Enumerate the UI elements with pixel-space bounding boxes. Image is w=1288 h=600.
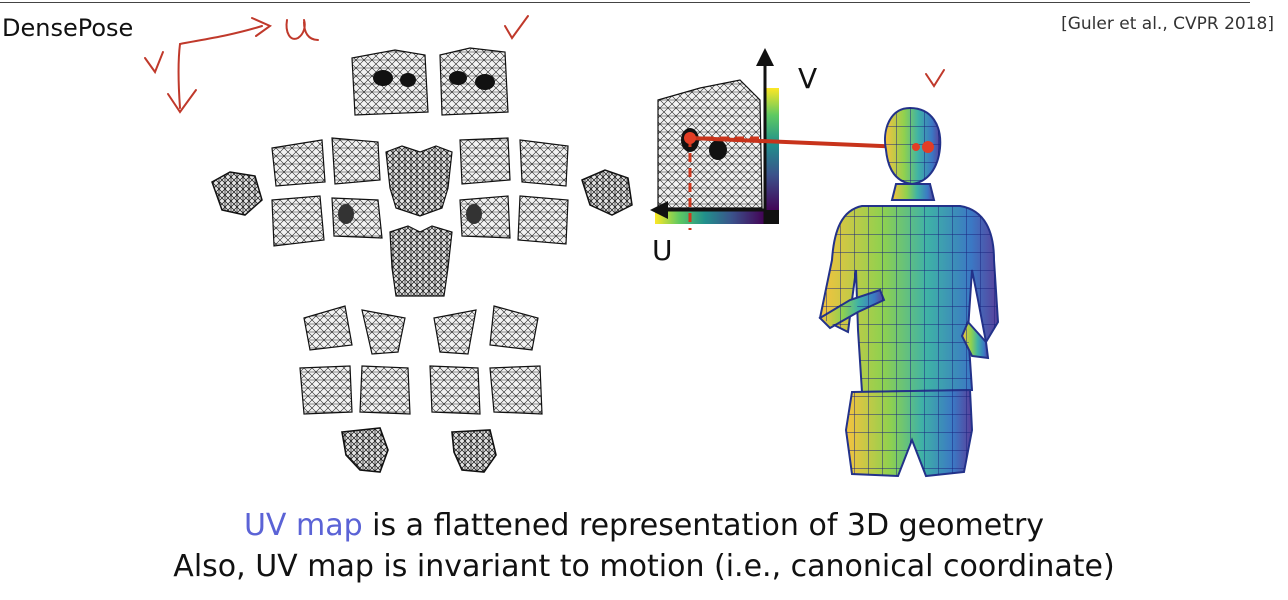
head-patches [352,48,508,115]
axis-u-label: U [652,234,673,267]
foot-patches [342,428,496,472]
axis-v-label: V [798,62,817,95]
human-figure [820,108,998,476]
caption-line-2: Also, UV map is invariant to motion (i.e… [0,549,1288,584]
torso-patches [386,146,452,296]
caption-line-1-rest: is a flattened representation of 3D geom… [363,508,1044,543]
caption-highlight: UV map [244,508,363,543]
handwritten-annotations [145,16,944,112]
caption-line-1: UV map is a flattened representation of … [0,508,1288,543]
leg-patches [300,306,542,414]
